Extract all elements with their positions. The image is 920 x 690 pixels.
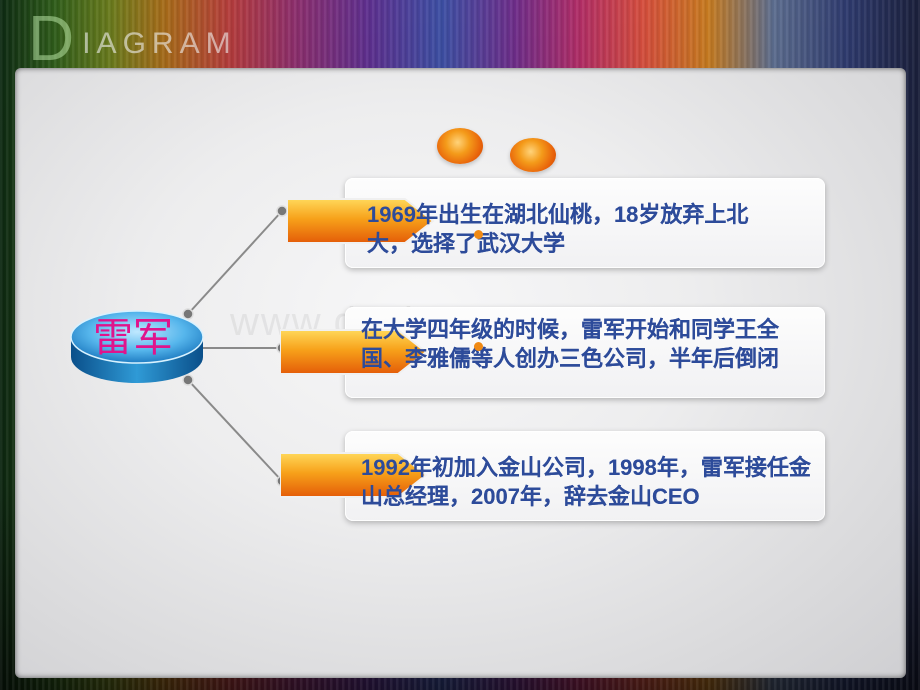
title-rest: IAGRAM	[82, 27, 237, 60]
title-initial: D	[28, 2, 81, 74]
center-disc	[70, 310, 204, 383]
item-text-overlay: 在大学四年级的时候，雷军开始和同学王全国、李雅儒等人创办三色公司，半年后倒闭	[345, 307, 825, 398]
center-label: 雷军	[93, 316, 173, 360]
item-box-1: 1969年出生在湖北仙桃，18岁放弃上北大，选择了武汉大学	[345, 178, 825, 268]
orange-ball-decoration	[437, 128, 483, 164]
item-text-3-overlay: 1992年初加入金山公司，1998年，雷军接任金山总经理，2007年，辞去金山C…	[361, 455, 811, 509]
orange-arrow	[287, 198, 435, 244]
item-text-1-overlay: 1969年出生在湖北仙桃，18岁放弃上北大，选择了武汉大学	[367, 202, 749, 256]
item-box-2: 在大学四年级的时候，雷军开始和同学王全国、李雅儒等人创办三色公司，半年后倒闭	[345, 307, 825, 398]
item-text-3: 1992年初加入金山公司，1998年，雷军接任金山总经理，2007年，辞去金山C…	[361, 455, 811, 509]
orange-arrow	[280, 452, 428, 498]
item-text-overlay: 1969年出生在湖北仙桃，18岁放弃上北大，选择了武汉大学	[345, 178, 825, 268]
orange-dot	[474, 230, 483, 239]
item-text-2-overlay: 在大学四年级的时候，雷军开始和同学王全国、李雅儒等人创办三色公司，半年后倒闭	[361, 317, 780, 371]
slide-title: D IAGRAM	[28, 0, 237, 70]
orange-dot	[474, 342, 483, 351]
item-text-overlay: 1992年初加入金山公司，1998年，雷军接任金山总经理，2007年，辞去金山C…	[345, 431, 825, 521]
orange-ball-decoration	[510, 138, 556, 172]
item-text-2: 在大学四年级的时候，雷军开始和同学王全国、李雅儒等人创办三色公司，半年后倒闭	[361, 317, 780, 371]
orange-arrow	[280, 329, 428, 375]
